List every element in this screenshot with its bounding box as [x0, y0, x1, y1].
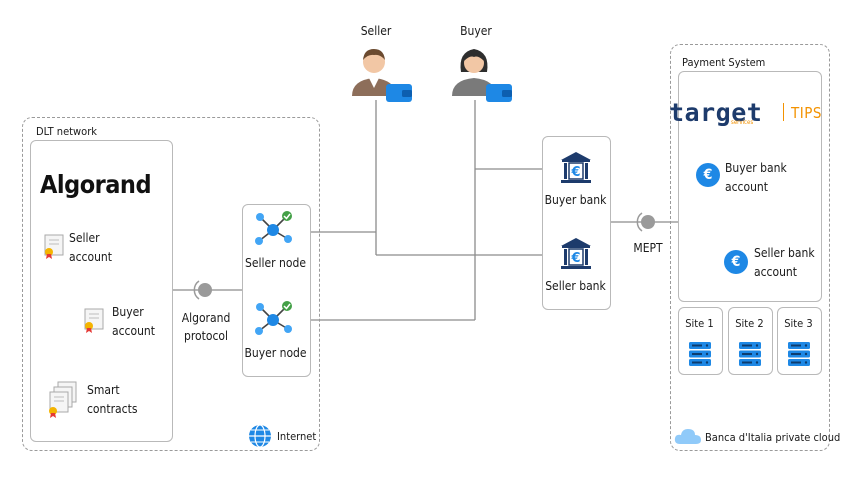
logo-divider [783, 103, 784, 121]
private-cloud-label: Banca d'Italia private cloud [705, 431, 841, 444]
globe-icon [249, 424, 271, 448]
buyer-person-icon [452, 49, 512, 102]
server-icon [689, 342, 711, 366]
tips-panel [678, 71, 822, 302]
dlt-network-region [22, 117, 320, 451]
seller-node-label: Seller node [245, 256, 306, 270]
algorand-protocol-line2: protocol [183, 329, 228, 343]
site-1-label: Site 1 [685, 317, 714, 330]
smart-contracts-line2: contracts [87, 402, 138, 416]
smart-contracts-line1: Smart [87, 383, 120, 397]
buyer-node-label: Buyer node [244, 346, 307, 360]
target-services-text: services [731, 119, 754, 126]
buyer-account-line1: Buyer [112, 305, 144, 319]
certificate-icon [44, 234, 64, 259]
algorand-panel [30, 140, 173, 442]
algorand-protocol-socket [198, 283, 212, 297]
euro-icon: € [724, 250, 748, 274]
site-2-label: Site 2 [735, 317, 764, 330]
algorand-protocol-line1: Algorand [181, 311, 231, 325]
buyer-bank-account-line2: account [725, 180, 769, 194]
svg-text:€: € [570, 165, 580, 180]
mept-label: MEPT [633, 241, 663, 255]
seller-account-line1: Seller [69, 231, 100, 245]
seller-bank-label: Seller bank [545, 279, 606, 293]
internet-label: Internet [277, 430, 317, 443]
seller-bank-account-line1: Seller bank [754, 246, 815, 260]
server-icon [788, 342, 810, 366]
euro-icon: € [696, 163, 720, 187]
svg-text:€: € [570, 251, 580, 266]
network-node-icon [255, 301, 292, 335]
certificate-icon [84, 308, 104, 333]
tips-logo: TIPS [791, 104, 822, 122]
buyer-bank-label: Buyer bank [544, 193, 607, 207]
target-logo: target [669, 98, 763, 127]
bank-euro-icon: € [561, 238, 591, 269]
seller-person-icon [352, 49, 412, 102]
buyer-account-line2: account [112, 324, 156, 338]
seller-account-line2: account [69, 250, 113, 264]
buyer-bank-account-line1: Buyer bank [725, 161, 787, 175]
mept-socket [641, 215, 655, 229]
seller-label: Seller [360, 24, 392, 38]
algorand-logo: Algorand [40, 170, 152, 199]
site-3-label: Site 3 [784, 317, 813, 330]
seller-bank-account-line2: account [754, 265, 798, 279]
server-icon [739, 342, 761, 366]
payment-system-title: Payment System [682, 56, 766, 69]
dlt-network-title: DLT network [36, 125, 97, 138]
buyer-label: Buyer [460, 24, 492, 38]
network-node-icon [255, 211, 292, 245]
contracts-stack-icon [49, 381, 77, 418]
payment-system-region [670, 44, 830, 451]
cloud-icon [674, 429, 701, 444]
bank-euro-icon: € [561, 152, 591, 183]
